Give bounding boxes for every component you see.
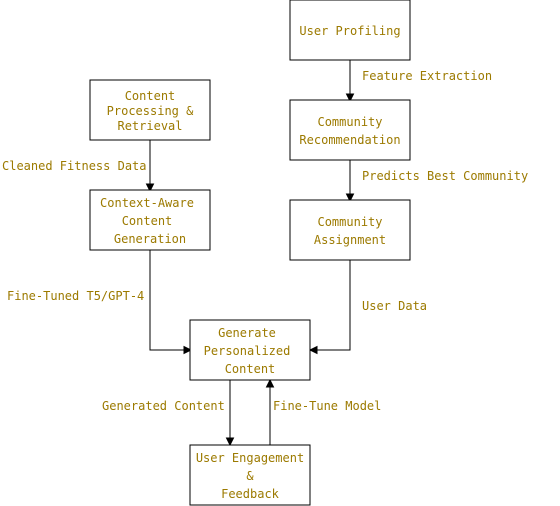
edge-label-predicts-best-community: Predicts Best Community [362, 169, 528, 183]
node-content-processing-line-2: Processing & [107, 104, 194, 118]
node-content-processing-line-1: Content [125, 89, 176, 103]
node-context-aware-line-1: Context-Aware [100, 196, 194, 210]
node-community-assignment-line-1: Community [317, 215, 382, 229]
edge-label-user-data: User Data [362, 299, 427, 313]
edge-user-data [308, 260, 351, 355]
edge-fine-tune-model [265, 378, 275, 445]
node-context-aware[interactable]: Context-Aware Content Generation [89, 189, 211, 251]
node-user-engagement-line-2: & [246, 469, 254, 483]
edge-cleaned-fitness-data [145, 140, 155, 193]
node-content-processing-line-3: Retrieval [117, 119, 182, 133]
node-context-aware-line-3: Generation [114, 232, 186, 246]
node-user-engagement-line-3: Feedback [221, 487, 280, 501]
node-community-assignment-line-2: Assignment [314, 233, 386, 247]
node-user-profiling[interactable]: User Profiling [289, 0, 411, 61]
node-community-assignment[interactable]: Community Assignment [289, 199, 411, 261]
edge-label-fine-tuned-t5: Fine-Tuned T5/GPT-4 [7, 289, 144, 303]
node-user-profiling-line-1: User Profiling [299, 24, 400, 38]
edge-label-fine-tune-model: Fine-Tune Model [273, 399, 381, 413]
edge-generated-content [225, 380, 235, 447]
node-context-aware-line-2: Content [122, 214, 173, 228]
node-user-engagement[interactable]: User Engagement & Feedback [189, 444, 311, 506]
node-community-recommendation[interactable]: Community Recommendation [289, 99, 411, 161]
edge-label-generated-content: Generated Content [102, 399, 225, 413]
edge-label-cleaned-fitness-data: Cleaned Fitness Data [2, 159, 147, 173]
node-user-engagement-line-1: User Engagement [196, 451, 304, 465]
node-generate-personalized-line-3: Content [225, 362, 276, 376]
node-generate-personalized[interactable]: Generate Personalized Content [189, 319, 311, 381]
node-content-processing[interactable]: Content Processing & Retrieval [89, 79, 211, 141]
node-generate-personalized-line-2: Personalized [204, 344, 291, 358]
edge-fine-tuned-t5 [149, 250, 193, 355]
edge-feature-extraction [345, 60, 355, 103]
node-community-recommendation-line-2: Recommendation [299, 133, 400, 147]
node-generate-personalized-line-1: Generate [218, 326, 276, 340]
node-community-recommendation-line-1: Community [317, 115, 382, 129]
edge-label-feature-extraction: Feature Extraction [362, 69, 492, 83]
edge-predicts-best-community [345, 160, 355, 203]
